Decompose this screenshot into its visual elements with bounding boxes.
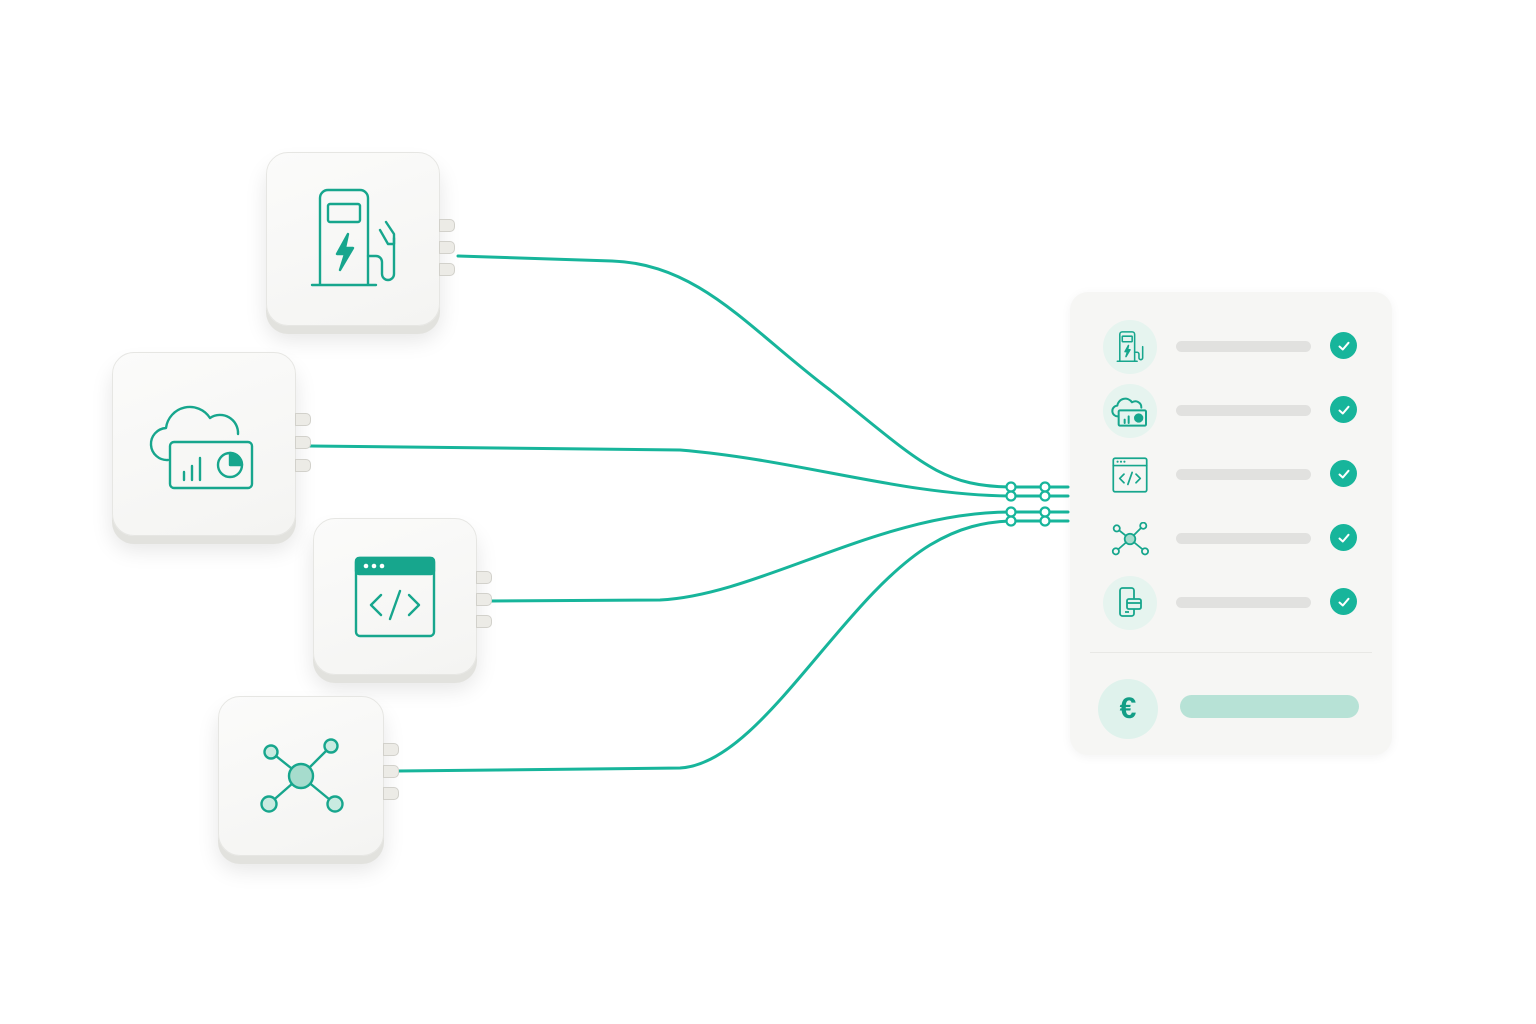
port xyxy=(476,615,492,628)
wire-connectors xyxy=(1005,481,1051,527)
wire-ev-charger xyxy=(456,254,1070,489)
port xyxy=(439,219,455,232)
placeholder-bar xyxy=(1176,533,1311,544)
check-icon xyxy=(1330,332,1357,359)
ev-charger-icon xyxy=(310,188,396,287)
source-module-cloud-analytics xyxy=(112,352,311,536)
source-module-code-window xyxy=(313,518,492,675)
network-nodes-icon xyxy=(260,738,344,813)
summary-panel: € xyxy=(1070,292,1392,755)
panel-row-cloud-analytics xyxy=(1070,384,1392,438)
euro-icon: € xyxy=(1098,679,1158,739)
panel-row-code-window xyxy=(1070,448,1392,500)
euro-symbol: € xyxy=(1119,692,1137,725)
port xyxy=(383,787,399,800)
port xyxy=(476,571,492,584)
placeholder-bar xyxy=(1176,469,1311,480)
check-icon xyxy=(1330,588,1357,615)
port xyxy=(383,743,399,756)
port xyxy=(383,765,399,778)
panel-row-ev-charger xyxy=(1070,320,1392,374)
port xyxy=(476,593,492,606)
port xyxy=(439,241,455,254)
port xyxy=(295,436,311,449)
port xyxy=(295,413,311,426)
check-icon xyxy=(1330,396,1357,423)
network-nodes-icon xyxy=(1103,512,1157,566)
placeholder-bar xyxy=(1176,405,1311,416)
cloud-analytics-icon xyxy=(1103,384,1157,438)
mobile-payment-icon xyxy=(1103,576,1157,630)
source-module-network-nodes xyxy=(218,696,399,856)
wire-code-window xyxy=(488,510,1070,603)
divider xyxy=(1090,652,1372,653)
placeholder-bar xyxy=(1176,341,1311,352)
source-module-ev-charger xyxy=(266,152,455,326)
total-bar xyxy=(1180,695,1359,718)
wire-network-nodes xyxy=(396,519,1070,773)
check-icon xyxy=(1330,460,1357,487)
port xyxy=(439,263,455,276)
port xyxy=(295,459,311,472)
check-icon xyxy=(1330,524,1357,551)
wire-cloud-analytics xyxy=(308,444,1070,498)
code-window-icon xyxy=(354,556,436,637)
placeholder-bar xyxy=(1176,597,1311,608)
cloud-analytics-icon xyxy=(149,405,254,490)
panel-row-network-nodes xyxy=(1070,512,1392,564)
panel-row-mobile-payment xyxy=(1070,576,1392,630)
ev-charger-icon xyxy=(1103,320,1157,374)
code-window-icon xyxy=(1103,448,1157,502)
